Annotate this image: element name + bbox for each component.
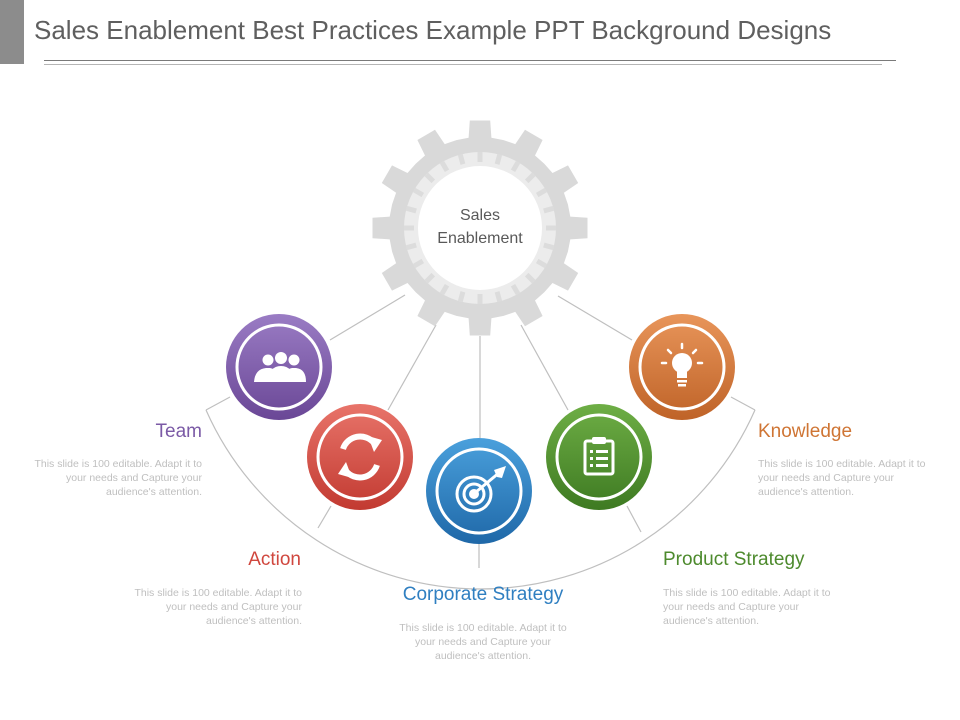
spoke-action-lower xyxy=(317,505,332,529)
node-product-strategy xyxy=(546,404,652,510)
spoke-product xyxy=(520,324,569,411)
gear-notch xyxy=(543,242,555,251)
node-corporate-strategy xyxy=(426,438,532,544)
gear-notch xyxy=(424,272,436,284)
node-team xyxy=(226,314,332,420)
title-underline-secondary xyxy=(44,64,882,65)
title-underline xyxy=(44,60,896,61)
gear-notch xyxy=(405,242,417,251)
gear-notch xyxy=(412,258,425,269)
connector-lines xyxy=(205,294,756,590)
gear-notch xyxy=(424,172,436,184)
gear-center-label: Sales Enablement xyxy=(410,204,550,250)
gear-notch xyxy=(457,153,466,165)
center-line-2: Enablement xyxy=(437,230,523,247)
slide-title: Sales Enablement Best Practices Example … xyxy=(34,15,832,45)
team-icon xyxy=(254,352,306,382)
node-knowledge xyxy=(629,314,735,420)
gear-center xyxy=(418,166,542,290)
title-accent-bar xyxy=(0,0,24,64)
label-team: Team xyxy=(155,421,202,442)
node-action xyxy=(307,404,413,510)
desc-knowledge: This slide is 100 editable. Adapt it to … xyxy=(758,458,926,498)
gear-notch xyxy=(439,283,450,296)
gear-notch xyxy=(439,160,450,173)
gear-shape xyxy=(372,120,588,336)
spoke-action xyxy=(387,324,437,411)
connector-arc xyxy=(205,409,756,590)
spoke-product-lower xyxy=(626,505,642,533)
desc-corporate-strategy: This slide is 100 editable. Adapt it to … xyxy=(399,622,567,662)
label-knowledge: Knowledge xyxy=(758,421,853,442)
gear-notch xyxy=(494,291,503,303)
label-product-strategy: Product Strategy xyxy=(663,549,805,570)
center-line-1: Sales xyxy=(459,207,501,224)
spoke-team xyxy=(329,294,406,341)
gear-notch xyxy=(510,283,521,296)
gear-notch xyxy=(535,258,548,269)
label-action: Action xyxy=(248,549,301,570)
gear-notch xyxy=(405,205,417,214)
spoke-knowledge xyxy=(557,295,633,341)
gear-notch xyxy=(524,172,536,184)
gear-notch xyxy=(510,160,521,173)
target-icon xyxy=(455,470,501,513)
gear-notch xyxy=(543,205,555,214)
desc-product-strategy: This slide is 100 editable. Adapt it to … xyxy=(663,587,831,627)
arc-tick-left xyxy=(205,396,231,411)
gear-notch xyxy=(457,291,466,303)
gear-notch xyxy=(412,187,425,198)
gear-notch xyxy=(524,272,536,284)
gear-notch xyxy=(535,187,548,198)
desc-action: This slide is 100 editable. Adapt it to … xyxy=(134,587,302,627)
arc-tick-right xyxy=(730,396,756,411)
desc-team: This slide is 100 editable. Adapt it to … xyxy=(34,458,202,498)
clipboard-icon xyxy=(583,437,615,476)
gear-notch xyxy=(494,153,503,165)
label-corporate-strategy: Corporate Strategy xyxy=(402,584,564,605)
lightbulb-icon xyxy=(660,342,704,387)
